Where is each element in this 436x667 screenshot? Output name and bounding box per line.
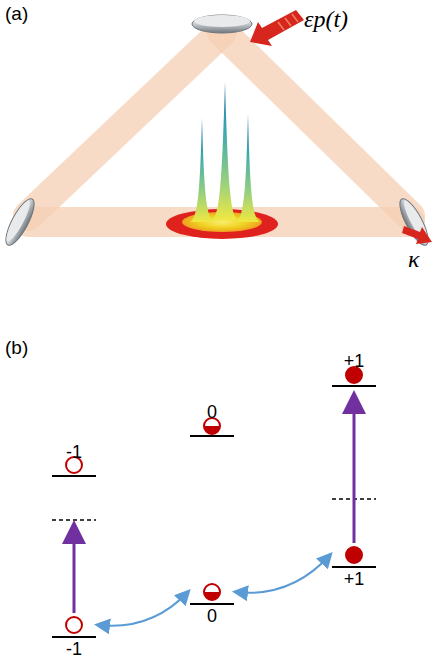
population-circle	[190, 581, 234, 605]
pump-label: εp(t)	[304, 6, 348, 32]
energy-level	[332, 566, 376, 568]
ground-level: -1	[52, 614, 96, 660]
output-arrow	[402, 226, 432, 244]
level-label: -1	[66, 443, 82, 463]
mirror	[1, 15, 434, 249]
level-label: 0	[190, 607, 234, 627]
cavity-beam	[28, 32, 410, 222]
population-circle	[52, 614, 96, 638]
population-circle	[332, 544, 376, 568]
level-label: -1	[52, 640, 96, 660]
energy-level	[190, 603, 234, 605]
level-label: +1	[344, 352, 365, 372]
level-label: 0	[207, 403, 217, 423]
pump-arrow	[250, 10, 304, 46]
virtual-level	[52, 499, 376, 520]
population-circle	[66, 367, 362, 473]
tunneling-arrow	[98, 592, 188, 626]
condensate	[166, 82, 278, 239]
laser-transition	[74, 396, 354, 613]
panel-label: (b)	[5, 338, 28, 359]
ground-level: +1	[332, 544, 376, 590]
level-label: +1	[332, 570, 376, 590]
tunneling-arrow	[236, 555, 330, 593]
energy-level	[52, 386, 376, 476]
ground-level: 0	[190, 581, 234, 627]
panel-label: (a)	[5, 4, 28, 25]
decay-label: κ	[408, 246, 420, 272]
energy-level	[52, 636, 96, 638]
